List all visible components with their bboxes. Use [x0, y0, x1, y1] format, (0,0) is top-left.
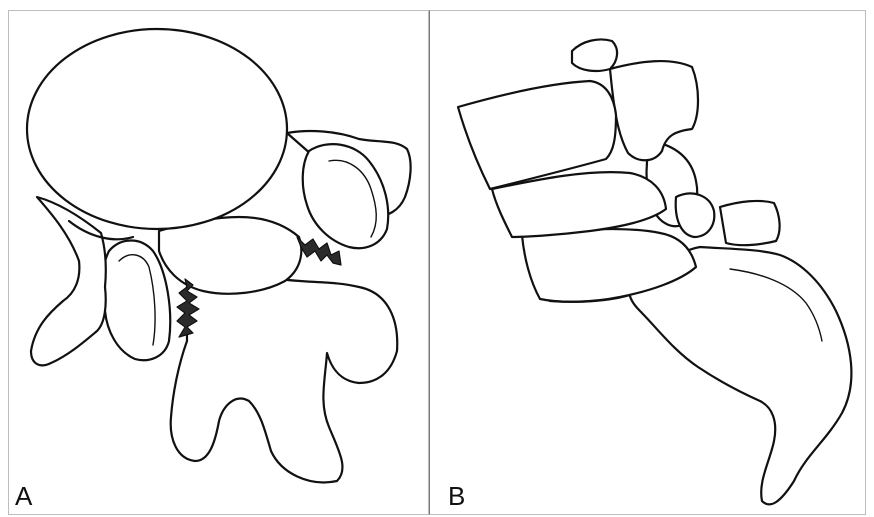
l2-fragment [572, 39, 617, 71]
lumbar-lateral-illustration [430, 11, 867, 516]
l3-posterior-element [610, 61, 698, 160]
left-transverse-process [31, 197, 106, 365]
vertebra-axial-illustration [9, 11, 430, 516]
panel-a: A [8, 10, 429, 515]
left-articular-process [102, 241, 170, 361]
panel-label-a: A [15, 483, 32, 509]
l4-spinous-process [676, 193, 715, 237]
panel-b: B [429, 10, 866, 515]
lamina-spinous-process [171, 276, 398, 483]
pedicle-block [159, 217, 301, 294]
vertebral-body [27, 29, 287, 229]
panel-label-b: B [448, 483, 465, 509]
l5-posterior-element [720, 201, 780, 245]
